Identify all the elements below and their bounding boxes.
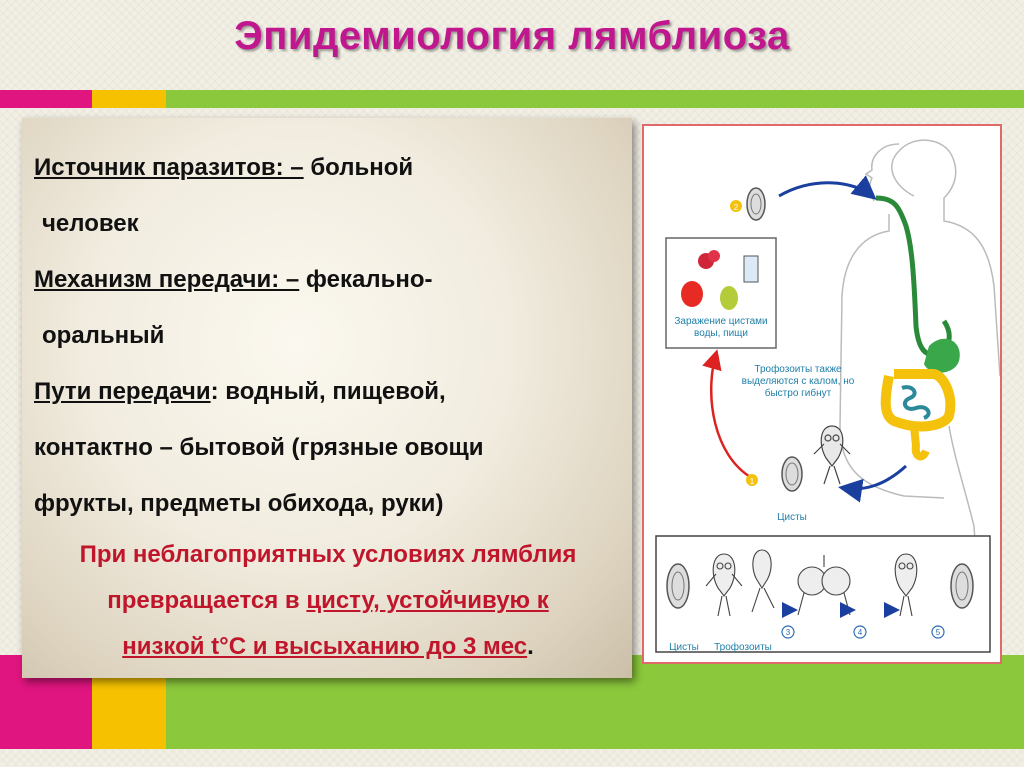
digestive-tract-icon <box>875 195 960 461</box>
source-line: Источник паразитов: – больной <box>34 140 622 196</box>
warning-text-3: низкой t°C и высыханию до 3 мес <box>122 633 528 660</box>
mechanism-value: фекально- <box>299 266 433 293</box>
lifecycle-illustration: 2 1 <box>655 139 1000 653</box>
source-value: больной <box>303 154 414 181</box>
routes-line-2: контактно – бытовой (грязные овощи <box>34 420 622 476</box>
warning-line-3: низкой t°C и высыханию до 3 мес. <box>34 624 622 670</box>
mechanism-line-2: оральный <box>34 308 622 364</box>
source-label: Источник паразитов: – <box>34 154 304 181</box>
step-2-marker <box>730 200 742 212</box>
step-3-number: 3 <box>786 628 791 637</box>
routes-line-3: фрукты, предметы обихода, руки) <box>34 476 622 532</box>
cyst-icon <box>666 563 690 609</box>
trophozoite-icon <box>705 553 743 617</box>
mechanism-label: Механизм передачи: – <box>34 266 300 293</box>
step-1-number: 1 <box>750 477 755 486</box>
top-stripe-pink <box>0 90 92 108</box>
warning-text-2a: превращается в <box>107 587 307 614</box>
routes-value-3: фрукты, предметы обихода, руки) <box>34 490 444 517</box>
lifecycle-diagram: 2 1 <box>642 124 1002 664</box>
ingestion-arrow <box>778 175 877 200</box>
warning-text-3-end: . <box>527 633 534 660</box>
step-1-marker <box>746 474 758 486</box>
top-stripe-yellow <box>92 90 166 108</box>
step-4-number: 4 <box>858 628 863 637</box>
step-2-number: 2 <box>734 203 739 212</box>
text-panel: Источник паразитов: – больной человек Ме… <box>22 118 632 678</box>
mechanism-line: Механизм передачи: – фекально- <box>34 252 622 308</box>
glass-icon <box>743 255 759 283</box>
dividing-trophozoite-icon <box>797 555 851 616</box>
trophozoite-icon <box>813 425 851 485</box>
step-4-marker <box>853 625 867 639</box>
warning-line-2: превращается в цисту, устойчивую к <box>34 578 622 624</box>
trophozoite-icon <box>894 553 918 617</box>
slide-title: Эпидемиология лямблиоза <box>234 14 790 58</box>
cyst-icon <box>746 187 766 221</box>
routes-value: : водный, пищевой, <box>210 378 446 405</box>
routes-line: Пути передачи: водный, пищевой, <box>34 364 622 420</box>
cyst-icon <box>950 563 974 609</box>
step-5-number: 5 <box>936 628 941 637</box>
routes-value-2: контактно – бытовой (грязные овощи <box>34 434 484 461</box>
cyst-icon <box>781 456 803 492</box>
warning-text-1: При неблагоприятных условиях лямблия <box>79 541 577 568</box>
routes-label: Пути передачи <box>34 378 211 405</box>
pear-icon <box>720 286 738 310</box>
step-3-marker <box>781 625 795 639</box>
cysts-label: Цисты <box>777 512 807 523</box>
source-line-2: человек <box>34 196 622 252</box>
mechanism-value-2: оральный <box>42 322 165 349</box>
excretion-arrow <box>838 464 908 503</box>
return-arrow <box>702 349 753 480</box>
trophozoite-icon <box>751 549 775 613</box>
top-stripe-green <box>166 90 1024 108</box>
bottom-trophozoites-label: Трофозоиты <box>714 642 772 653</box>
warning-text-2b: цисту, устойчивую к <box>306 587 549 614</box>
trophozoites-note: Трофозоиты также выделяются с калом, но … <box>741 364 855 399</box>
apple-icon <box>681 281 703 307</box>
step-5-marker <box>931 625 945 639</box>
infection-label: Заражение цистами воды, пищи <box>674 316 768 339</box>
warning-line-1: При неблагоприятных условиях лямблия <box>34 532 622 578</box>
bottom-cysts-label: Цисты <box>669 642 699 653</box>
stages-strip <box>655 535 991 653</box>
source-value-2: человек <box>42 210 139 237</box>
